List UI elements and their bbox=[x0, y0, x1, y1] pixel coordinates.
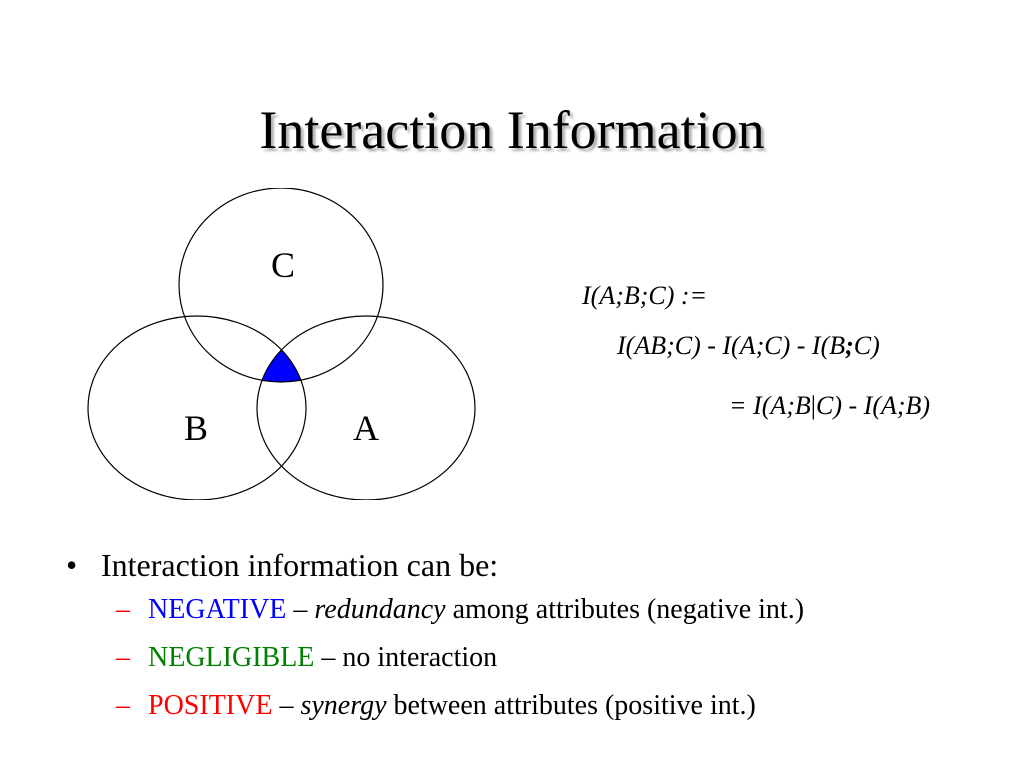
bullet-main-text: Interaction information can be: bbox=[101, 547, 499, 583]
emphasis-synergy: synergy bbox=[300, 690, 387, 721]
formula-expansion-separator: ; bbox=[845, 331, 854, 360]
circle-b bbox=[87, 315, 307, 500]
bullet-list: • Interaction information can be: – NEGA… bbox=[58, 545, 998, 737]
sub-item-separator: – bbox=[272, 690, 301, 721]
label-b: B bbox=[184, 408, 208, 448]
slide-title: Interaction Information bbox=[259, 100, 765, 160]
formula-expansion-right: C) bbox=[853, 331, 880, 360]
sub-item-negative: – NEGATIVE – redundancy among attributes… bbox=[58, 593, 998, 627]
sub-item-dash: – bbox=[116, 594, 130, 625]
sub-item-dash: – bbox=[116, 690, 130, 721]
formula-conditional: = I(A;B|C) - I(A;B) bbox=[729, 391, 930, 421]
keyword-negative: NEGATIVE bbox=[148, 594, 287, 625]
keyword-negligible: NEGLIGIBLE bbox=[148, 642, 315, 673]
formula-expansion: I(AB;C) - I(A;C) - I(B;C) bbox=[617, 331, 880, 361]
bullet-dot: • bbox=[66, 547, 78, 583]
emphasis-redundancy: redundancy bbox=[314, 594, 446, 625]
sub-item-dash: – bbox=[116, 642, 130, 673]
sub-item-positive: – POSITIVE – synergy between attributes … bbox=[58, 689, 998, 723]
bullet-main: • Interaction information can be: bbox=[58, 545, 998, 585]
formula-conditional-bar: | bbox=[810, 391, 817, 420]
formula-expansion-left: I(AB;C) - I(A;C) - I(B bbox=[617, 331, 846, 360]
label-a: A bbox=[353, 408, 379, 448]
sub-item-separator: – bbox=[314, 642, 343, 673]
sub-item-separator: – bbox=[286, 594, 315, 625]
circle-a bbox=[256, 315, 476, 500]
formula-conditional-right: C) - I(A;B) bbox=[816, 391, 931, 420]
label-c: C bbox=[271, 245, 295, 285]
sub-item-description: among attributes (negative int.) bbox=[445, 594, 805, 625]
formula-definition: I(A;B;C) := bbox=[582, 281, 708, 310]
formula-conditional-left: = I(A;B bbox=[729, 391, 811, 420]
sub-item-negligible: – NEGLIGIBLE – no interaction bbox=[58, 641, 998, 675]
sub-item-description: between attributes (positive int.) bbox=[386, 690, 756, 721]
venn-diagram: C B A bbox=[87, 188, 476, 500]
keyword-positive: POSITIVE bbox=[148, 690, 273, 721]
triple-intersection-region bbox=[257, 316, 306, 382]
circle-c bbox=[178, 188, 384, 383]
sub-item-description: no interaction bbox=[342, 642, 498, 673]
